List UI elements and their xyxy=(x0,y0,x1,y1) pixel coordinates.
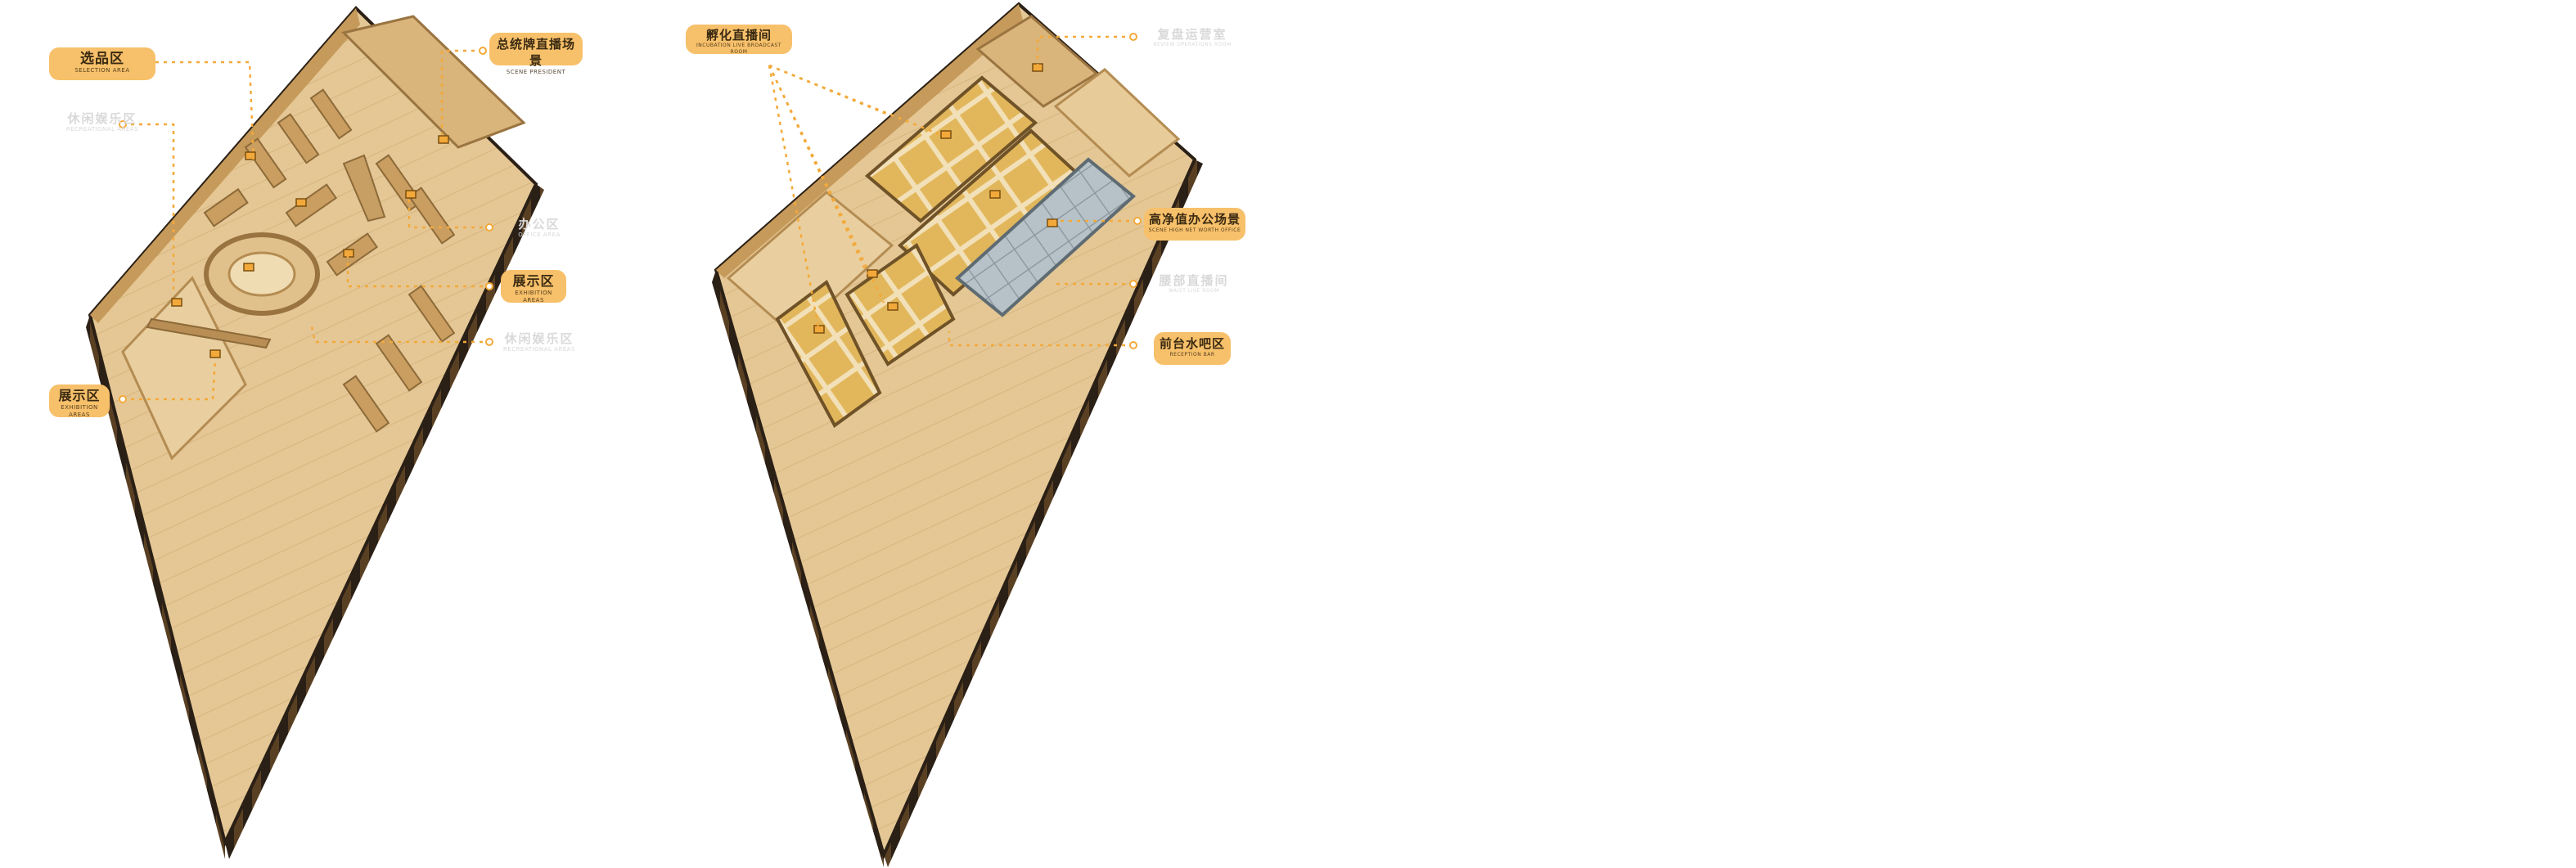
label-hnw-en: SCENE HIGH NET WORTH OFFICE xyxy=(1148,227,1241,233)
left-diagonal-wall-b xyxy=(146,317,272,349)
label-waist-live-room: 腰部直播间 WAIST LIVE ROOM xyxy=(1149,273,1239,295)
leader-endpoints xyxy=(119,33,1142,403)
label-exhibition-left-zh: 展示区 xyxy=(58,388,101,403)
leader-exhibition-left xyxy=(123,358,217,401)
label-waist-zh: 腰部直播间 xyxy=(1159,273,1229,288)
label-scene-president: 总统牌直播场景 SCENE PRESIDENT xyxy=(489,33,583,75)
label-waist-en: WAIST LIVE ROOM xyxy=(1168,288,1220,294)
left-shelf-rows xyxy=(203,88,456,433)
label-exhibition-right-zh: 展示区 xyxy=(512,273,555,289)
label-reception-bar: 前台水吧区 RECEPTION BAR xyxy=(1154,332,1231,365)
label-recreation-top-zh: 休闲娱乐区 xyxy=(67,111,137,126)
label-brand-live-en: SCENE PRESIDENT xyxy=(506,69,566,75)
right-lounge-block xyxy=(726,191,894,338)
leader-incubation-b xyxy=(768,64,942,137)
label-exhibition-areas-left: 展示区 EXHIBITION AREAS xyxy=(49,385,110,418)
leader-exhibition-right xyxy=(346,254,483,288)
left-live-room-block xyxy=(341,15,526,149)
label-reception-en: RECEPTION BAR xyxy=(1169,352,1215,358)
label-selection-zh: 选品区 xyxy=(80,51,124,67)
label-review-operations-room: 复盘运营室 REVIEW OPERATIONS ROOM xyxy=(1141,27,1244,48)
left-circular-exhibition xyxy=(204,232,320,316)
right-incubation-cluster-top xyxy=(864,75,1038,223)
label-review-en: REVIEW OPERATIONS ROOM xyxy=(1153,42,1232,47)
left-building-back-wall xyxy=(90,8,360,323)
label-recreational-areas-bottom: 休闲娱乐区 RECREATIONAL AREAS xyxy=(494,331,584,353)
label-reception-zh: 前台水吧区 xyxy=(1159,336,1225,351)
right-hnw-office-block xyxy=(1053,68,1181,178)
right-incubation-cluster-bottom-b xyxy=(844,243,956,367)
leader-incubation-c xyxy=(768,65,820,328)
label-office-en: OFFICE AREA xyxy=(518,232,561,238)
left-diagonal-wall-a xyxy=(342,154,386,223)
label-recreation-bottom-en: RECREATIONAL AREAS xyxy=(502,346,575,353)
label-hnw-zh: 高净值办公场景 xyxy=(1148,212,1241,227)
label-review-zh: 复盘运营室 xyxy=(1157,27,1227,42)
right-building-back-wall xyxy=(716,4,1023,278)
right-building xyxy=(712,2,1203,867)
right-waist-live-rooms xyxy=(954,157,1137,317)
right-location-markers xyxy=(813,63,1058,334)
leader-incubation-e xyxy=(768,65,885,304)
leader-review xyxy=(1036,35,1133,65)
label-office-area: 办公区 OFFICE AREA xyxy=(494,217,584,239)
label-office-zh: 办公区 xyxy=(518,217,561,232)
label-selection-area: 选品区 SELECTION AREA xyxy=(49,47,155,80)
label-exhibition-right-en: EXHIBITION AREAS xyxy=(515,290,552,304)
leader-recreation-top xyxy=(123,123,175,295)
right-review-room-block xyxy=(975,15,1099,108)
label-incubation-zh: 孵化直播间 xyxy=(705,28,772,43)
label-recreation-top-en: RECREATIONAL AREAS xyxy=(65,126,138,133)
leader-lines xyxy=(123,35,1137,401)
leader-incubation-d xyxy=(768,65,869,275)
leader-office xyxy=(408,195,483,229)
label-brand-live-zh: 总统牌直播场景 xyxy=(496,37,575,68)
leader-brand-live xyxy=(440,49,483,135)
label-recreational-areas-top: 休闲娱乐区 RECREATIONAL AREAS xyxy=(45,111,160,133)
label-incubation-en: INCUBATION LIVE BROADCAST ROOM xyxy=(696,43,781,55)
right-incubation-cluster-bottom-a xyxy=(775,279,882,428)
leader-recreation-bottom xyxy=(309,322,483,344)
label-recreation-bottom-zh: 休闲娱乐区 xyxy=(504,331,574,346)
label-exhibition-areas-right: 展示区 EXHIBITION AREAS xyxy=(501,270,566,304)
right-building-front-facade xyxy=(712,270,884,867)
left-building xyxy=(86,6,544,859)
leader-selection xyxy=(123,61,255,164)
left-location-markers xyxy=(171,135,449,358)
label-selection-en: SELECTION AREA xyxy=(74,67,130,74)
label-high-net-worth-office: 高净值办公场景 SCENE HIGH NET WORTH OFFICE xyxy=(1144,208,1245,241)
left-building-front-facade xyxy=(86,315,225,859)
label-incubation-live-room: 孵化直播间 INCUBATION LIVE BROADCAST ROOM xyxy=(686,25,792,55)
left-building-right-facade xyxy=(225,184,544,859)
label-exhibition-left-en: EXHIBITION AREAS xyxy=(61,404,98,418)
right-building-right-facade xyxy=(884,160,1203,867)
